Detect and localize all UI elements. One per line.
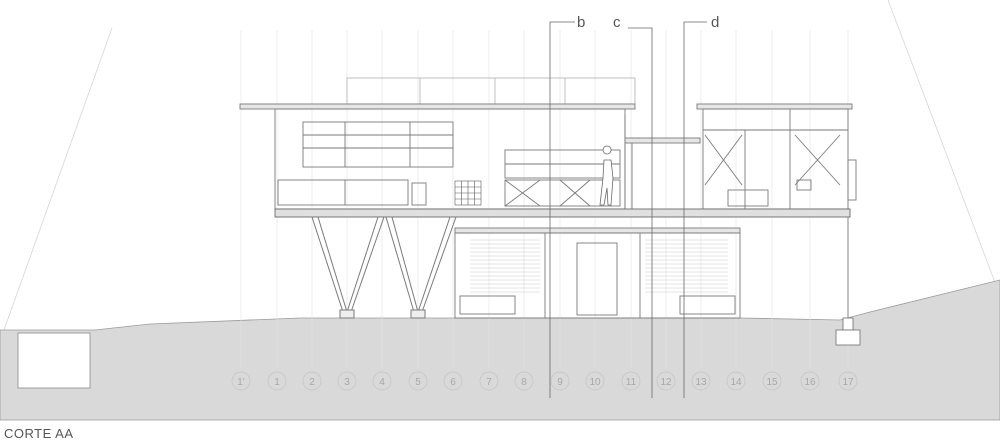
axis-bubble: [726, 371, 746, 391]
right-guide-line: [887, 0, 997, 286]
axis-bubble: [267, 371, 287, 391]
axis-bubble: [656, 371, 676, 391]
axis-bubble: [800, 371, 820, 391]
axis-bubble: [762, 371, 782, 391]
axis-label: 16: [804, 377, 816, 388]
floor-slab: [274, 208, 851, 218]
axis-bubble: [443, 371, 463, 391]
axis-label: 1': [237, 377, 245, 388]
axis-label: 11: [626, 377, 637, 388]
basement-pit: [17, 332, 91, 389]
axis-label: 5: [415, 377, 421, 388]
axis-bubble: [514, 371, 534, 391]
axis-label: 3: [344, 377, 350, 388]
axis-label: 8: [521, 377, 527, 388]
axis-label: 13: [695, 377, 707, 388]
left-guide-line: [3, 27, 113, 331]
axis-label: 17: [842, 377, 854, 388]
bridge: [624, 137, 701, 209]
axis-label: 12: [660, 377, 672, 388]
axis-bubble: [585, 371, 605, 391]
right-upper-volume: [696, 103, 857, 210]
v-columns: [311, 216, 457, 319]
axis-bubble: [372, 371, 392, 391]
axis-bubble: [408, 371, 428, 391]
axis-label: 1: [274, 377, 280, 388]
ground-section: [0, 279, 1000, 421]
grid-window: [454, 180, 482, 206]
axis-label: 2: [309, 377, 315, 388]
axis-bubble: [621, 371, 641, 391]
axis-bubble: [479, 371, 499, 391]
roof-frame: [346, 77, 636, 105]
axis-label: 4: [379, 377, 385, 388]
lower-volume: [454, 227, 741, 319]
drawing-title: CORTE AA: [4, 426, 74, 441]
section-marker-c: c: [613, 14, 621, 31]
axis-bubble: [302, 371, 322, 391]
section-marker-lines: [549, 21, 707, 398]
lower-hatching: [470, 239, 728, 293]
axis-label: 10: [589, 377, 601, 388]
axis-label: 6: [450, 377, 456, 388]
person-figure: [599, 145, 614, 206]
right-footing: [835, 217, 861, 346]
axis-bubble: [550, 371, 570, 391]
left-upper-volume: [239, 103, 636, 210]
axis-label: 15: [766, 377, 778, 388]
axis-label: 7: [486, 377, 492, 388]
axis-bubble: [337, 371, 357, 391]
axis-bubble: [231, 371, 251, 391]
section-marker-b: b: [577, 14, 585, 31]
axis-bubble: [691, 371, 711, 391]
axis-bubble: [838, 371, 858, 391]
axis-label: 9: [557, 377, 563, 388]
axis-grid-lines: [240, 30, 849, 368]
axis-label: 14: [730, 377, 742, 388]
section-marker-d: d: [711, 14, 719, 31]
